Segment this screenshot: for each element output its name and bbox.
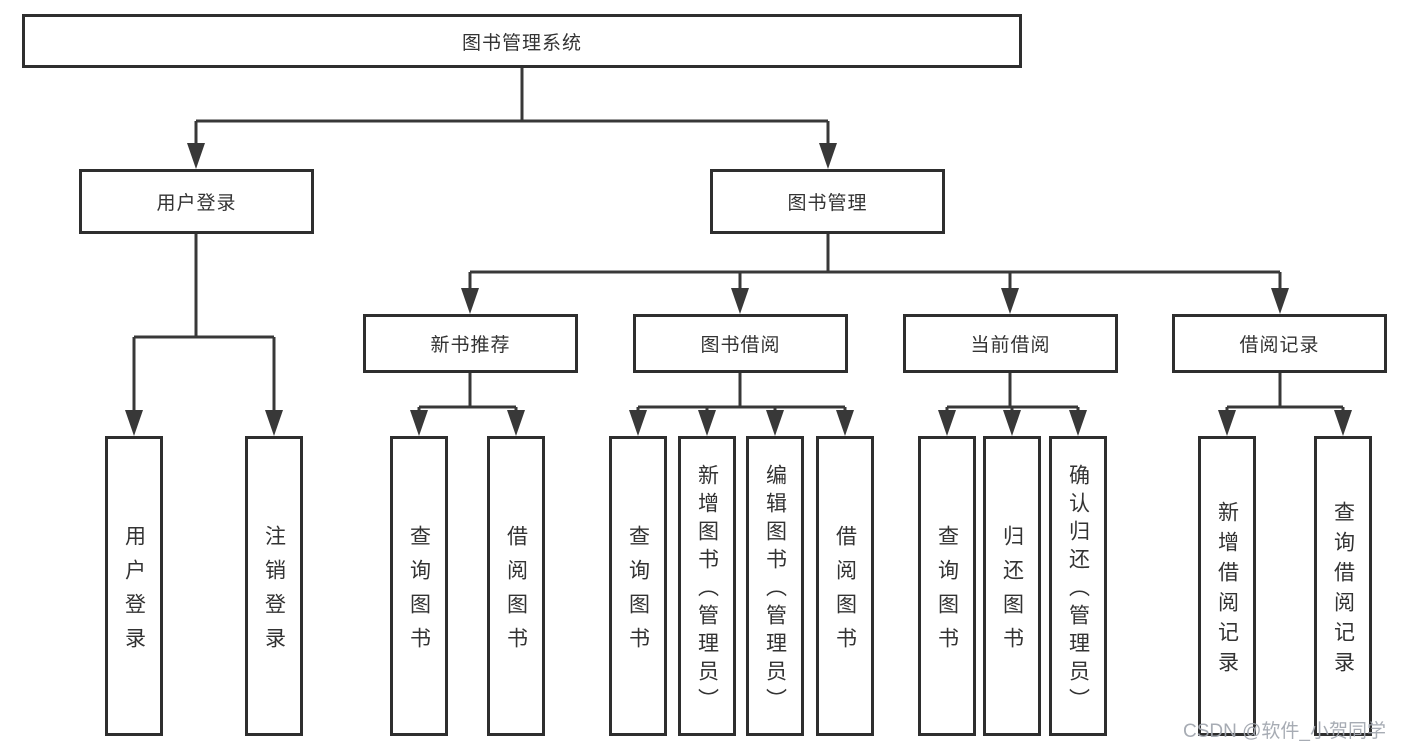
node-label: 图书借阅 — [700, 335, 781, 356]
root-node-label: 图书管理系统 — [461, 32, 582, 54]
leaf-node-query-books-recommend: 查询图书 — [390, 436, 448, 736]
leaf-label: 借阅图书 — [833, 524, 857, 661]
leaf-node-borrow-books-borrowing: 借阅图书 — [816, 436, 874, 736]
node-label: 用户登录 — [156, 193, 237, 214]
node-book-management: 图书管理 — [710, 169, 945, 234]
leaf-node-query-borrow-record: 查询借阅记录 — [1314, 436, 1372, 736]
node-label: 新书推荐 — [430, 335, 511, 356]
node-book-borrowing: 图书借阅 — [633, 314, 848, 373]
leaf-label: 注销登录 — [262, 524, 286, 661]
arrowheads — [125, 143, 1352, 436]
leaf-label: 确认归还（管理员） — [1066, 463, 1090, 716]
leaf-node-borrow-books-recommend: 借阅图书 — [487, 436, 545, 736]
node-new-book-recommend: 新书推荐 — [363, 314, 578, 373]
leaf-label: 新增借阅记录 — [1215, 500, 1239, 681]
leaf-label: 查询图书 — [626, 524, 650, 661]
root-node-library-management-system: 图书管理系统 — [22, 14, 1022, 68]
leaf-node-logout: 注销登录 — [245, 436, 303, 736]
node-user-login: 用户登录 — [79, 169, 314, 234]
leaf-node-query-books-borrowing: 查询图书 — [609, 436, 667, 736]
csdn-watermark: CSDN @软件_小贺同学 — [1183, 721, 1386, 742]
leaf-label: 查询图书 — [935, 524, 959, 661]
leaf-label: 查询图书 — [407, 524, 431, 661]
node-current-borrowing: 当前借阅 — [903, 314, 1118, 373]
leaf-label: 查询借阅记录 — [1331, 500, 1355, 681]
leaf-node-add-books-admin: 新增图书（管理员） — [678, 436, 736, 736]
leaf-label: 新增图书（管理员） — [695, 463, 719, 716]
node-label: 图书管理 — [787, 193, 868, 214]
leaf-node-add-borrow-record: 新增借阅记录 — [1198, 436, 1256, 736]
leaf-node-confirm-return-admin: 确认归还（管理员） — [1049, 436, 1107, 736]
leaf-node-edit-books-admin: 编辑图书（管理员） — [746, 436, 804, 736]
leaf-label: 用户登录 — [122, 524, 146, 661]
leaf-label: 归还图书 — [1000, 524, 1024, 661]
node-borrowing-records: 借阅记录 — [1172, 314, 1387, 373]
leaf-label: 借阅图书 — [504, 524, 528, 661]
node-label: 当前借阅 — [970, 335, 1051, 356]
leaf-node-return-books: 归还图书 — [983, 436, 1041, 736]
leaf-label: 编辑图书（管理员） — [763, 463, 787, 716]
leaf-node-query-books-current: 查询图书 — [918, 436, 976, 736]
leaf-node-user-login: 用户登录 — [105, 436, 163, 736]
node-label: 借阅记录 — [1239, 335, 1320, 356]
